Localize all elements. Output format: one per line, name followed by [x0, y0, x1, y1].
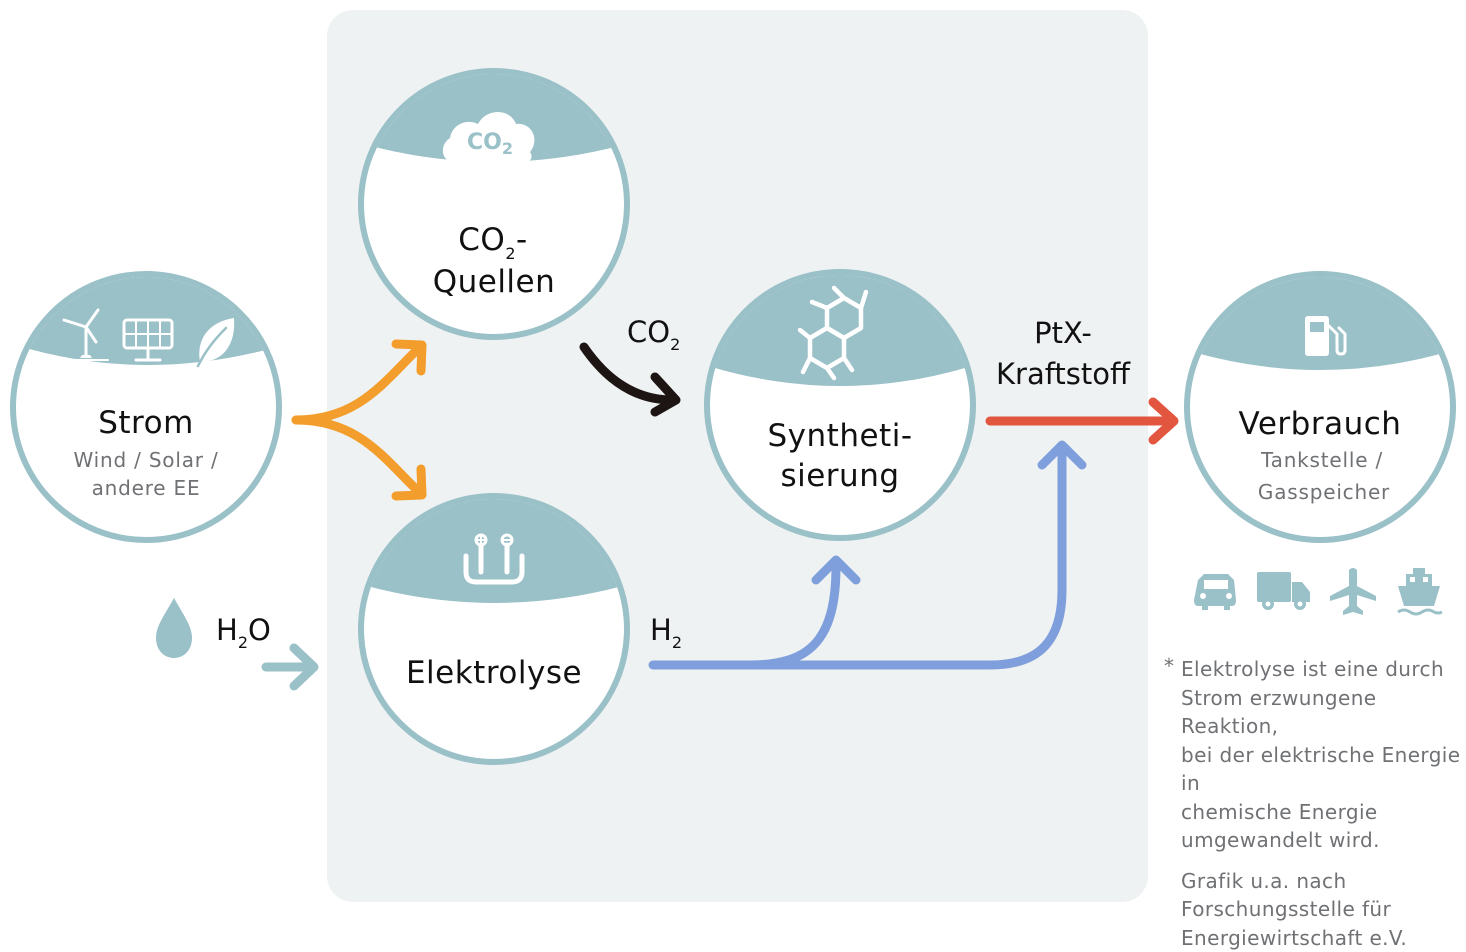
strom-sub-line1: Wind / Solar /	[74, 448, 219, 472]
synthetisierung-title-line1: Syntheti-	[768, 418, 913, 454]
verbrauch-sub-line2: Gasspeicher	[1258, 480, 1390, 504]
airplane-icon	[1330, 568, 1376, 615]
footnote-source: Grafik u.a. nach Forschungsstelle für En…	[1164, 867, 1466, 952]
elektrolyse-title: Elektrolyse	[406, 655, 582, 691]
strom-sub-line2: andere EE	[92, 476, 201, 500]
ptx-label-line2: Kraftstoff	[996, 357, 1131, 391]
node-strom: Strom Wind / Solar / andere EE	[0, 150, 300, 540]
co2-quellen-title-line2: Quellen	[433, 264, 556, 300]
car-icon	[1194, 574, 1236, 610]
footnote-definition: * Elektrolyse ist eine durch Strom erzwu…	[1164, 655, 1466, 855]
node-verbrauch: Verbrauch Tankstelle / Gasspeicher	[1170, 260, 1466, 540]
footnote: * Elektrolyse ist eine durch Strom erzwu…	[1164, 655, 1466, 952]
vehicle-icons	[1194, 568, 1442, 615]
co2-quellen-title-line1: CO2-	[458, 222, 527, 263]
truck-icon	[1257, 572, 1310, 610]
ptx-label-line1: PtX-	[1034, 316, 1092, 350]
verbrauch-title: Verbrauch	[1239, 406, 1402, 442]
h2o-edge-label: H2O	[216, 613, 271, 652]
ship-icon	[1398, 568, 1442, 614]
synthetisierung-title-line2: sierung	[780, 458, 899, 494]
water-arrow	[266, 648, 314, 686]
water-drop-icon	[156, 598, 192, 658]
strom-title: Strom	[98, 405, 194, 441]
verbrauch-sub-line1: Tankstelle /	[1260, 448, 1383, 472]
footnote-text: Elektrolyse ist eine durch Strom erzwung…	[1181, 655, 1466, 855]
footnote-star: *	[1164, 652, 1174, 681]
